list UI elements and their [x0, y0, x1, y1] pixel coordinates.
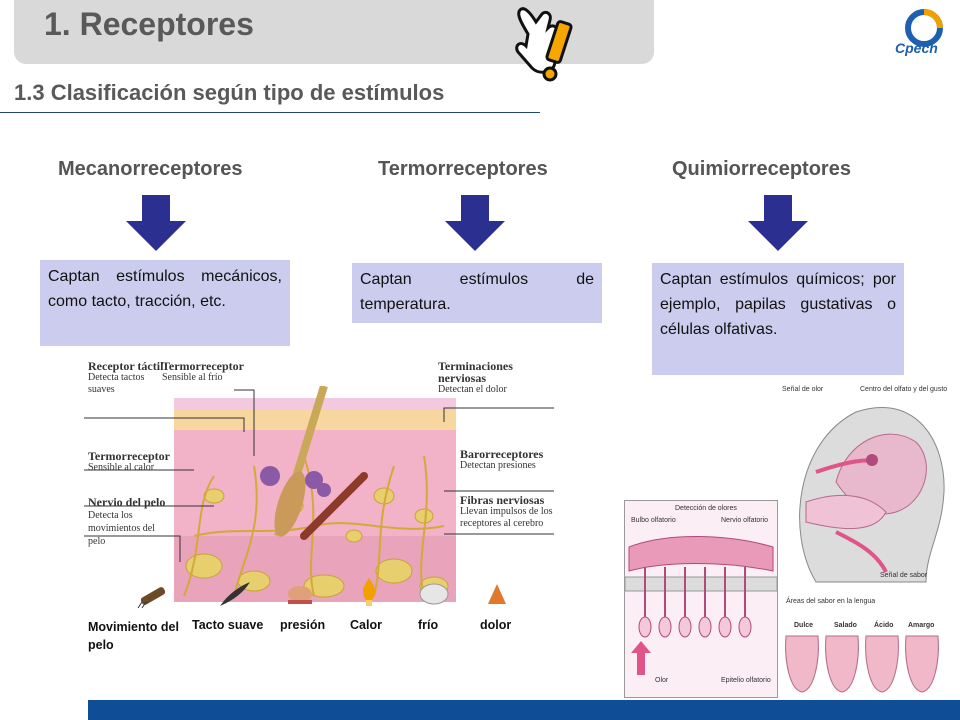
hand-pointer-icon: [515, 7, 573, 82]
olfactory-detection-figure: Detección de olores Bulbo olfatorio Nerv…: [624, 500, 778, 698]
tongue-illustrations: [785, 635, 939, 693]
logo-text: Cpech: [895, 40, 938, 56]
stimulus-label: Calor: [350, 618, 382, 632]
column-title-quimiorreceptores: Quimiorreceptores: [672, 158, 851, 180]
skin-receptors-figure: Receptor táctil Detecta tactos suaves Te…: [84, 356, 554, 656]
flame-icon: [362, 578, 376, 606]
olfactory-epithelium-illustration: [625, 536, 777, 675]
footer-bar: [88, 700, 960, 720]
column-title-termorreceptores: Termorreceptores: [378, 158, 548, 180]
page-title: 1. Receptores: [44, 6, 254, 42]
label-bulbo-olfatorio: Bulbo olfatorio: [631, 517, 676, 524]
stimulus-label: presión: [280, 618, 326, 632]
label-nervio-olfatorio: Nervio olfatorio: [721, 517, 769, 524]
taste-area-label: Ácido: [874, 622, 894, 629]
description-text: Captan estímulos mecánicos, como tacto, …: [48, 268, 282, 310]
skin-leader-lines: [84, 389, 554, 562]
stimulus-label: Tacto suave: [192, 618, 264, 632]
feather-icon: [220, 582, 250, 606]
label-senal-de-olor: Señal de olor: [782, 386, 824, 393]
label-epitelio-olfatorio: Epitelio olfatorio: [721, 677, 771, 684]
ice-icon: [419, 583, 449, 605]
down-arrow-icon: [748, 195, 808, 251]
stimulus-label: frío: [418, 618, 439, 632]
description-box-termorreceptores: Captan estímulos de temperatura.: [352, 263, 602, 323]
description-box-quimiorreceptores: Captan estímulos químicos; por ejemplo, …: [652, 263, 904, 375]
description-text: Captan estímulos de temperatura.: [360, 271, 594, 313]
section-subtitle: 1.3 Clasificación según tipo de estímulo…: [14, 80, 445, 105]
pressing-hand-icon: [288, 586, 312, 604]
down-arrow-icon: [445, 195, 505, 251]
description-box-mecanorreceptores: Captan estímulos mecánicos, como tacto, …: [40, 260, 290, 346]
head-section-illustration: [799, 407, 945, 583]
column-title-mecanorreceptores: Mecanorreceptores: [58, 158, 243, 180]
label-senal-de-sabor: Señal de sabor: [880, 572, 928, 579]
taste-area-label: Dulce: [794, 622, 814, 629]
brush-icon: [137, 587, 166, 609]
label-terminaciones-nerviosas: Terminaciones nerviosas Detectan el dolo…: [438, 359, 513, 395]
subtitle-underline: [0, 112, 540, 113]
figure-title: Detección de olores: [675, 505, 737, 512]
label-termorreceptor-calor: Termorreceptor Sensible al calor: [88, 449, 170, 473]
label-olor: Olor: [655, 677, 669, 684]
stimulus-label: dolor: [480, 618, 512, 632]
label-termorreceptor-frio: Termorreceptor Sensible al frío: [162, 359, 244, 383]
label-centro-olfato-gusto: Centro del olfato y del gusto: [860, 386, 948, 393]
label-receptor-tactil: Receptor táctil Detecta tactos suaves: [88, 359, 164, 395]
label-areas-del-sabor: Áreas del sabor en la lengua: [786, 598, 876, 605]
taste-area-label: Salado: [834, 622, 857, 629]
cpech-logo: [905, 9, 943, 47]
head-smell-taste-figure: Señal de olor Centro del olfato y del gu…: [776, 382, 952, 696]
stimulus-label: Movimiento del pelo: [88, 620, 179, 652]
description-text: Captan estímulos químicos; por ejemplo, …: [660, 271, 896, 338]
label-barorreceptores: Barorreceptores Detectan presiones: [460, 447, 544, 471]
down-arrow-icon: [126, 195, 186, 251]
pain-icon: [488, 584, 506, 604]
taste-area-label: Amargo: [908, 622, 935, 629]
label-fibras-nerviosas: Fibras nerviosas Llevan impulsos de los …: [460, 493, 553, 529]
label-nervio-del-pelo: Nervio del pelo Detecta los movimientos …: [88, 495, 166, 548]
